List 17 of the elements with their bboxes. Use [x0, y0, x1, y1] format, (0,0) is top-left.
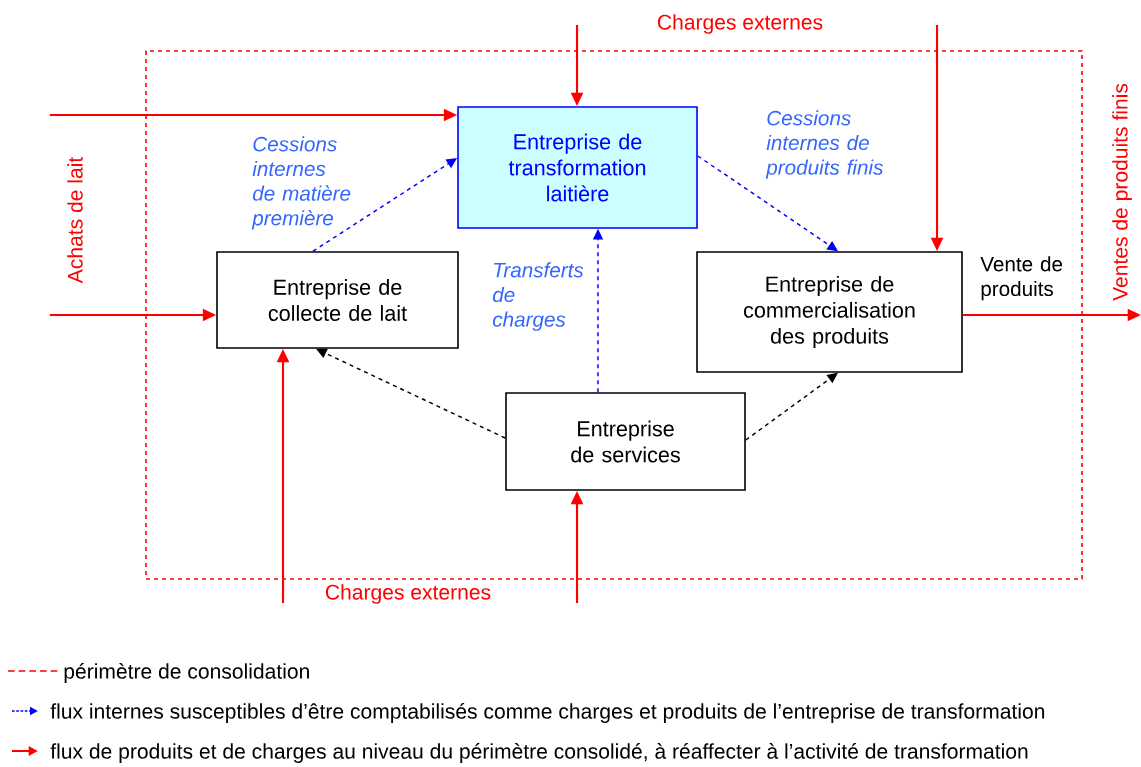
- legend-text: flux de produits et de charges au niveau du périmètre consolidé, à réaffecter à l’activité de transformation: [50, 743, 1028, 763]
- legend-text: périmètre de consolidation: [64, 663, 309, 683]
- edge-label: Vente de produits: [980, 256, 1063, 301]
- enterprise-box: Entreprise de transformation laitière: [457, 106, 698, 229]
- enterprise-box: Entreprise de commercialisation des produits: [696, 251, 963, 373]
- charges-label: Charges externes: [325, 584, 491, 604]
- edge-label: Transferts de charges: [492, 262, 584, 331]
- legend-text: flux internes susceptibles d’être comptabilisés comme charges et produits de l’entreprise de transformation: [50, 703, 1045, 723]
- side-label: Ventes de produits finis: [1112, 83, 1132, 301]
- enterprise-box: Entreprise de services: [505, 392, 746, 491]
- side-label: Achats de lait: [67, 156, 83, 284]
- charges-label: Charges externes: [657, 14, 823, 34]
- perimeter-box: [145, 50, 1083, 580]
- arrow: [316, 348, 506, 439]
- enterprise-box: Entreprise de collecte de lait: [216, 251, 459, 349]
- edge-label: Cessions internes de matière première: [251, 136, 351, 230]
- edge-label: Cessions internes de produits finis: [765, 110, 883, 179]
